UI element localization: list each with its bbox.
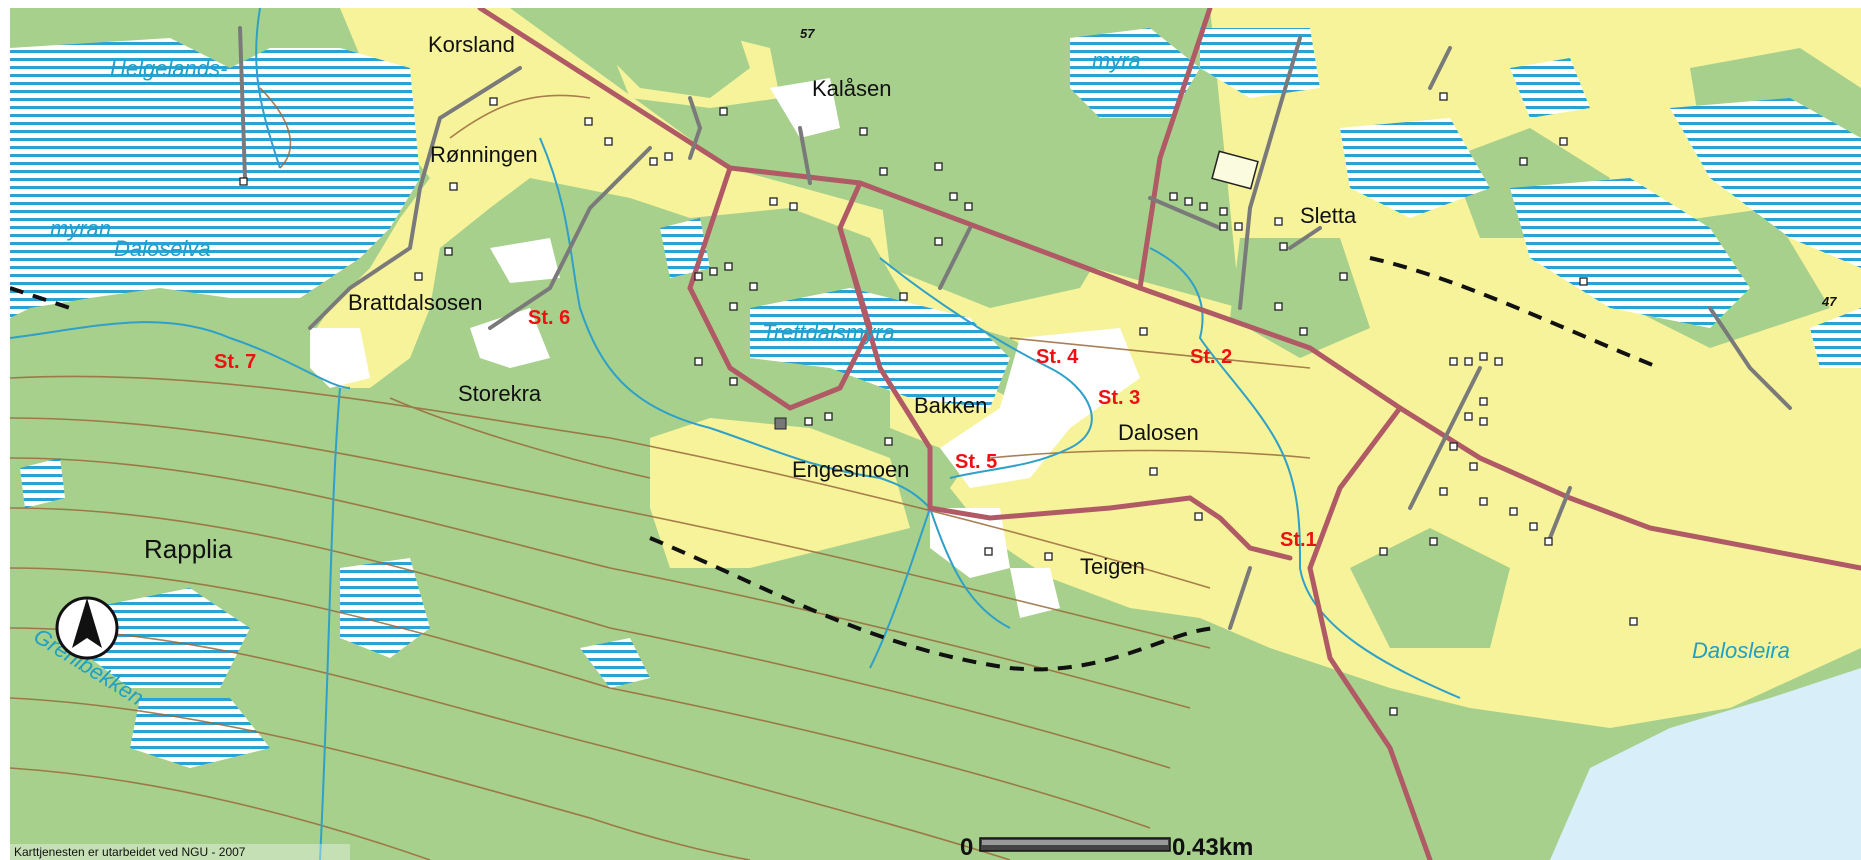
dashed-track: [10, 256, 1661, 672]
large-building: [1211, 150, 1259, 190]
dark-building: [774, 417, 787, 430]
bog-areas: [10, 28, 1861, 768]
water-helgelands: Helgelands-: [110, 56, 227, 81]
scale-bar: 0 0.43km: [960, 834, 1253, 860]
station-2[interactable]: St. 2: [1190, 346, 1232, 368]
place-korsland: Korsland: [428, 32, 515, 57]
place-brattdalsosen: Brattdalsosen: [348, 290, 483, 315]
map-credit: Karttjenesten er utarbeidet ved NGU - 20…: [14, 845, 246, 859]
water-trettdalsmyra: Trettdalsmyra: [762, 320, 895, 345]
water-myra: myra: [1092, 48, 1141, 73]
road-number-57: 57: [800, 26, 815, 41]
scale-end-label: 0.43km: [1172, 834, 1253, 860]
station-5[interactable]: St. 5: [955, 451, 997, 473]
contour-lines: [10, 87, 1311, 860]
place-bakken: Bakken: [914, 393, 987, 418]
map-viewport[interactable]: Korsland Kalåsen Rønningen Brattdalsosen…: [10, 8, 1861, 860]
lake-dalosleira: [1550, 668, 1861, 860]
place-teigen: Teigen: [1080, 554, 1145, 579]
credit-backdrop: [10, 844, 350, 860]
place-engesmoen: Engesmoen: [792, 457, 909, 482]
north-arrow-icon: [55, 596, 119, 660]
station-labels: St.1 St. 2 St. 3 St. 4 St. 5 St. 6 St. 7: [214, 307, 1317, 551]
road-number-47: 47: [1821, 294, 1837, 309]
topographic-map[interactable]: Korsland Kalåsen Rønningen Brattdalsosen…: [10, 8, 1861, 860]
scale-start-label: 0: [960, 834, 973, 860]
main-road: [477, 8, 1861, 571]
station-1[interactable]: St.1: [1280, 529, 1317, 551]
water-daloselva: Daloselva: [114, 236, 211, 261]
water-dalosleira: Dalosleira: [1692, 638, 1790, 663]
place-storekra: Storekra: [458, 381, 542, 406]
water-myran: myran: [50, 216, 111, 241]
station-7[interactable]: St. 7: [214, 351, 256, 373]
place-sletta: Sletta: [1300, 203, 1357, 228]
place-rapplia: Rapplia: [144, 534, 233, 564]
place-dalosen: Dalosen: [1118, 420, 1199, 445]
minor-roads: [238, 26, 1792, 630]
roads: [477, 8, 1861, 860]
place-kalasen: Kalåsen: [812, 76, 892, 101]
place-ronningen: Rønningen: [430, 142, 538, 167]
buildings: [239, 92, 1638, 716]
station-6[interactable]: St. 6: [528, 307, 570, 329]
station-3[interactable]: St. 3: [1098, 387, 1140, 409]
place-labels: Korsland Kalåsen Rønningen Brattdalsosen…: [144, 32, 1357, 579]
station-4[interactable]: St. 4: [1036, 346, 1079, 368]
